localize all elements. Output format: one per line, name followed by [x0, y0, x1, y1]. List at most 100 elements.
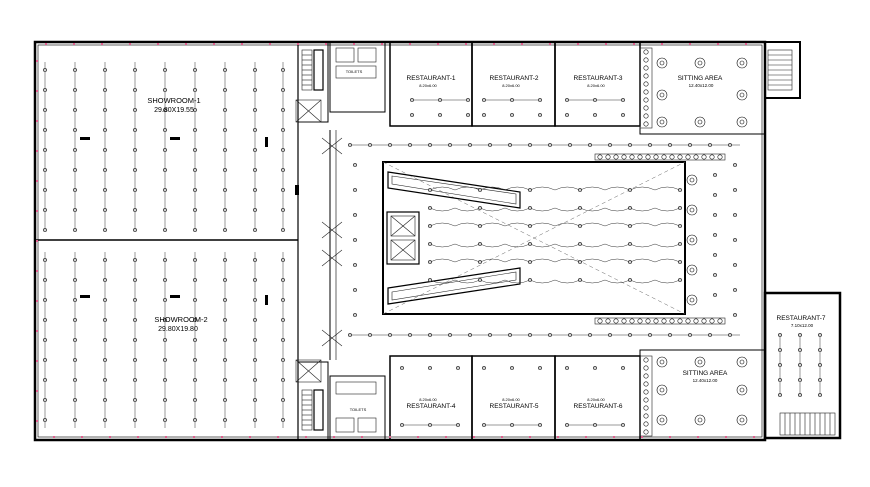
circuit-wire — [429, 243, 681, 248]
shrub — [701, 318, 707, 324]
power-outlet — [81, 436, 83, 438]
showroom-2-name: SHOWROOM-2 — [154, 315, 207, 324]
power-outlet — [409, 43, 411, 45]
power-outlet — [689, 43, 691, 45]
shrub — [643, 381, 649, 387]
shrub — [643, 373, 649, 379]
stair-top-right — [767, 49, 793, 91]
power-outlet — [249, 436, 251, 438]
shrub — [709, 154, 715, 160]
planter-core — [659, 60, 665, 66]
shrub — [637, 154, 643, 160]
shrub — [643, 113, 649, 119]
power-outlet — [36, 420, 38, 422]
restaurant-5-name: RESTAURANT-5 — [490, 403, 539, 410]
circuit-wire — [429, 186, 681, 191]
shrub — [621, 318, 627, 324]
power-outlet — [101, 43, 103, 45]
power-outlet — [53, 436, 55, 438]
shrub — [643, 65, 649, 71]
restaurant-3-name: RESTAURANT-3 — [574, 75, 623, 82]
power-outlet — [36, 240, 38, 242]
power-outlet — [669, 436, 671, 438]
planter-core — [739, 417, 745, 423]
circuit-wire — [429, 279, 681, 284]
sitting-area-top-size: 12.40x12.00 — [689, 83, 714, 88]
shrub — [629, 154, 635, 160]
power-outlet — [165, 436, 167, 438]
planter-core — [689, 207, 695, 213]
power-outlet — [725, 436, 727, 438]
shrub — [605, 318, 611, 324]
power-outlet — [269, 43, 271, 45]
shrub — [643, 357, 649, 363]
toilets-top-label: TOILETS — [346, 69, 363, 74]
shrub — [643, 57, 649, 63]
shrub — [653, 154, 659, 160]
power-outlet — [353, 43, 355, 45]
planter-core — [739, 359, 745, 365]
power-outlet — [36, 150, 38, 152]
corridor-fans — [321, 130, 343, 360]
planter-core — [739, 92, 745, 98]
planter-core — [739, 119, 745, 125]
showroom-2-size: 29.80X19.80 — [158, 326, 198, 333]
shrub — [645, 154, 651, 160]
shrub — [709, 318, 715, 324]
shrub — [629, 318, 635, 324]
planters-layer — [597, 49, 748, 435]
power-outlet — [45, 43, 47, 45]
power-outlet — [333, 436, 335, 438]
shrub — [661, 154, 667, 160]
power-outlet — [36, 300, 38, 302]
restaurant-3-size: 8.20x6.00 — [587, 83, 605, 88]
distribution-boards — [80, 137, 299, 305]
power-outlet — [745, 43, 747, 45]
power-outlet — [36, 180, 38, 182]
power-outlet — [129, 43, 131, 45]
restaurant-1-size: 8.20x6.00 — [419, 83, 437, 88]
shrub — [613, 154, 619, 160]
outlets-layer — [36, 43, 755, 438]
shrub — [661, 318, 667, 324]
power-outlet — [36, 60, 38, 62]
power-outlet — [661, 43, 663, 45]
light-points-layer — [43, 68, 822, 427]
shrub — [643, 429, 649, 435]
shrub — [693, 318, 699, 324]
planter-strips — [594, 47, 726, 437]
shrub — [643, 89, 649, 95]
toilet-block-top — [295, 41, 386, 123]
restaurant-6-name: RESTAURANT-6 — [574, 403, 623, 410]
power-outlet — [437, 43, 439, 45]
planter-core — [697, 359, 703, 365]
restaurant-7-size: 7.10x12.00 — [791, 323, 814, 328]
power-outlet — [36, 210, 38, 212]
planter-core — [659, 359, 665, 365]
shrub — [645, 318, 651, 324]
power-outlet — [297, 43, 299, 45]
power-outlet — [36, 390, 38, 392]
power-outlet — [549, 43, 551, 45]
power-outlet — [193, 436, 195, 438]
planter-core — [689, 297, 695, 303]
planter-core — [659, 417, 665, 423]
power-outlet — [213, 43, 215, 45]
power-outlet — [36, 360, 38, 362]
planter-core — [739, 387, 745, 393]
power-outlet — [157, 43, 159, 45]
power-outlet — [241, 43, 243, 45]
shrub — [643, 97, 649, 103]
shrub — [669, 154, 675, 160]
shrub — [643, 365, 649, 371]
bottom-restaurant-walls — [389, 349, 766, 441]
shrub — [643, 413, 649, 419]
restaurant-2-name: RESTAURANT-2 — [490, 75, 539, 82]
top-restaurant-walls — [389, 41, 766, 135]
shrub — [643, 397, 649, 403]
power-outlet — [137, 436, 139, 438]
planter-core — [689, 267, 695, 273]
power-outlet — [465, 43, 467, 45]
stair-bottom-right — [779, 412, 836, 436]
power-outlet — [36, 90, 38, 92]
